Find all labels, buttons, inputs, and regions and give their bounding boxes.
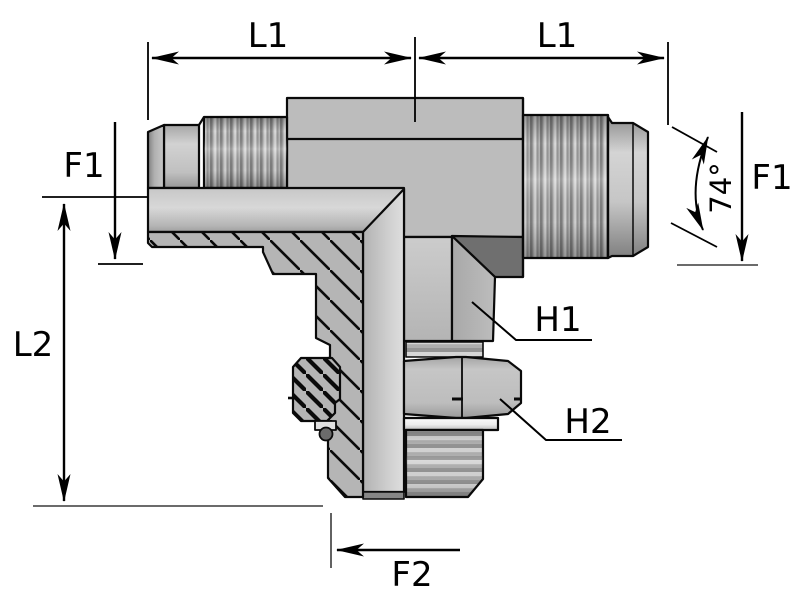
label-h2: H2 bbox=[564, 402, 611, 442]
label-f1-right: F1 bbox=[751, 158, 792, 198]
bore-band bbox=[146, 186, 406, 234]
bore-column bbox=[361, 187, 406, 494]
left-port-cylinder bbox=[162, 123, 201, 190]
left-port-threads-shading bbox=[204, 117, 287, 188]
h2-leader bbox=[499, 398, 622, 441]
dimension-annotations bbox=[33, 37, 758, 568]
stud-lower-threads-shading bbox=[406, 430, 483, 497]
section-wall-hatch bbox=[148, 232, 363, 497]
left-port-step-edge bbox=[198, 116, 205, 126]
label-l1-right: L1 bbox=[537, 16, 578, 56]
locknut-section-hatch bbox=[293, 358, 340, 421]
dimension-labels: L1 L1 F1 F1 L2 H1 H2 F2 74° bbox=[13, 16, 793, 595]
left-port-nose-chamfer bbox=[146, 123, 166, 190]
angle-tick-top bbox=[671, 126, 718, 153]
label-l2: L2 bbox=[13, 325, 54, 365]
fitting-body-group bbox=[146, 96, 650, 500]
label-h1: H1 bbox=[534, 300, 581, 340]
bore-bottom-strip bbox=[362, 491, 405, 500]
right-port-threads-shading bbox=[523, 115, 608, 258]
hex-h1-left-facet bbox=[402, 235, 454, 343]
hex-h1-front-facet bbox=[450, 234, 497, 343]
label-f1-left: F1 bbox=[63, 146, 104, 186]
o-ring bbox=[318, 426, 334, 442]
label-l1-left: L1 bbox=[248, 16, 289, 56]
stud-collar-threads bbox=[405, 341, 484, 358]
label-flare-angle: 74° bbox=[704, 162, 738, 213]
h1-leader bbox=[471, 301, 592, 341]
angle-arc bbox=[686, 136, 709, 231]
stud-washer bbox=[402, 416, 500, 432]
label-f2: F2 bbox=[391, 555, 432, 595]
right-port-nose bbox=[606, 115, 650, 260]
angle-tick-bottom bbox=[670, 222, 718, 248]
